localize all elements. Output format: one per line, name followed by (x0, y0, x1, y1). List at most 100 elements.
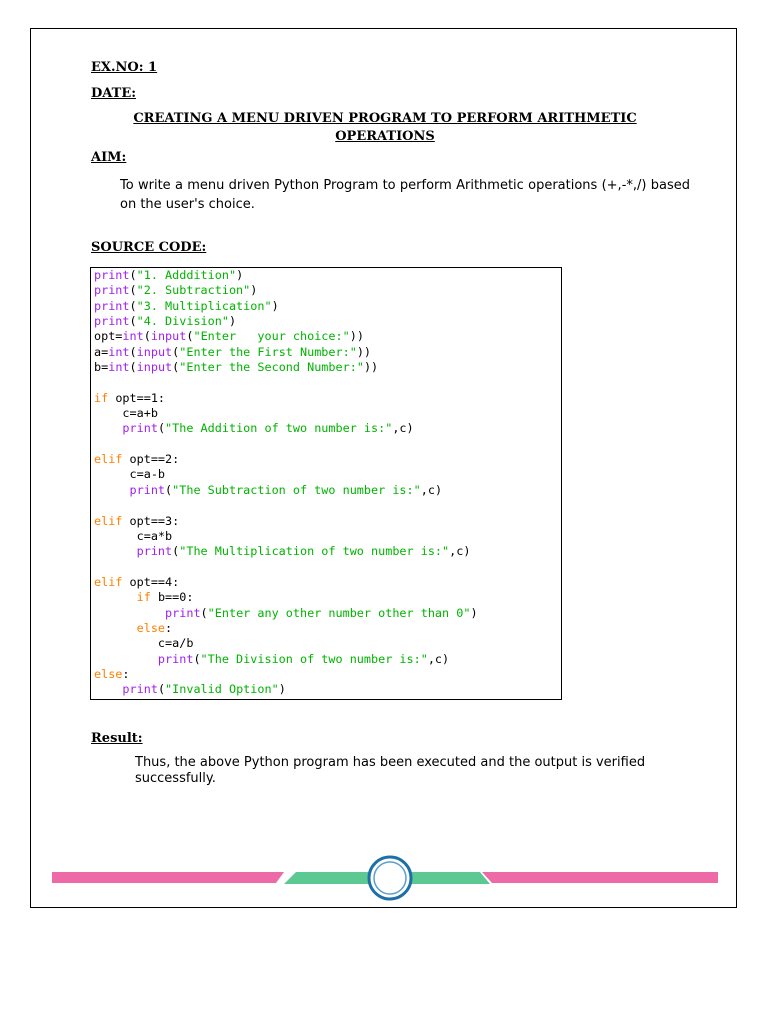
code-token: "3. Multiplication" (136, 298, 272, 313)
code-token: "Enter your choice:" (193, 329, 350, 344)
code-token: "Enter the First Number:" (179, 344, 357, 359)
document-title: CREATING A MENU DRIVEN PROGRAM TO PERFOR… (130, 110, 640, 146)
code-token: "The Subtraction of two number is:" (172, 482, 421, 497)
code-token: print (122, 421, 158, 436)
code-token (94, 652, 158, 666)
code-token: )) (349, 329, 364, 344)
code-token: ,c) (449, 544, 471, 559)
code-line: print("1. Adddition") (94, 268, 478, 283)
code-token: print (94, 314, 130, 329)
code-line: opt=int(input("Enter your choice:")) (94, 329, 478, 344)
code-token: ) (278, 682, 286, 697)
code-token: input (136, 344, 173, 359)
code-line: print("The Subtraction of two number is:… (94, 483, 478, 498)
code-token: ( (129, 314, 137, 329)
code-token: c=a-b (94, 467, 166, 482)
code-line: print("3. Multiplication") (94, 299, 478, 314)
code-token (94, 606, 165, 620)
code-line: print("Invalid Option") (94, 682, 478, 697)
aim-text: To write a menu driven Python Program to… (120, 178, 690, 212)
code-token: else (136, 620, 166, 635)
code-token: ( (129, 360, 137, 375)
code-line: print("The Multiplication of two number … (94, 544, 478, 559)
code-line: else: (94, 667, 478, 682)
code-line: print("The Division of two number is:",c… (94, 652, 478, 667)
code-token: elif (94, 452, 123, 467)
code-token: print (94, 298, 130, 313)
code-token: print (136, 544, 173, 559)
code-token: elif (94, 574, 123, 589)
code-line: if opt==1: (94, 391, 478, 406)
aim-heading: AIM: (91, 150, 127, 165)
code-token: )) (356, 344, 372, 359)
code-token: ) (228, 314, 237, 329)
code-token: "Invalid Option" (165, 682, 279, 697)
code-line (94, 560, 478, 575)
code-token: ( (129, 268, 137, 282)
code-token: opt==1: (108, 390, 166, 405)
code-token: print (94, 268, 130, 282)
code-token (94, 421, 122, 435)
code-token: "Enter any other number other than 0" (207, 605, 471, 620)
code-line: a=int(input("Enter the First Number:")) (94, 345, 478, 360)
code-token: c=a*b (94, 528, 173, 543)
code-token: c=a/b (94, 636, 194, 651)
code-line (94, 437, 478, 452)
footer-circle-inner (373, 861, 407, 895)
code-line: c=a+b (94, 406, 478, 421)
code-line: elif opt==3: (94, 514, 478, 529)
code-token: "1. Adddition" (136, 268, 237, 282)
code-token (94, 544, 137, 558)
code-token: ( (193, 651, 201, 666)
code-token: opt= (94, 329, 123, 344)
code-token (94, 682, 122, 696)
footer-pink-band-left (52, 872, 284, 883)
code-token: else (94, 666, 123, 681)
code-token: ) (250, 283, 258, 298)
code-line: elif opt==2: (94, 452, 478, 467)
code-token: int (108, 360, 130, 375)
code-token: ( (157, 421, 166, 436)
code-token (94, 590, 137, 604)
code-line: b=int(input("Enter the Second Number:")) (94, 360, 478, 375)
code-line: print("4. Division") (94, 314, 478, 329)
code-token: a= (94, 344, 109, 359)
footer-pink-band-right (482, 872, 718, 883)
code-token: input (136, 360, 173, 375)
code-line: if b==0: (94, 590, 478, 605)
code-token: ( (165, 482, 173, 497)
code-token: if (136, 590, 151, 605)
source-code-heading: SOURCE CODE: (91, 240, 207, 255)
code-token: ) (470, 605, 478, 620)
code-token: ( (143, 329, 151, 344)
code-token: ,c) (427, 651, 450, 666)
code-token: print (94, 283, 130, 298)
code-token: b= (94, 360, 109, 375)
code-token: ( (172, 344, 180, 359)
date-label: DATE: (91, 86, 137, 101)
code-line: elif opt==4: (94, 575, 478, 590)
code-token: ,c) (392, 421, 414, 436)
code-line: else: (94, 621, 478, 636)
code-token: ( (129, 344, 137, 359)
code-token: ,c) (420, 482, 443, 497)
code-token (94, 621, 137, 635)
code-token: "The Multiplication of two number is:" (179, 544, 450, 559)
code-token: if (94, 390, 109, 405)
ex-no-label: EX.NO: 1 (91, 60, 158, 75)
title-line-2: OPERATIONS (335, 129, 435, 144)
code-line: print("Enter any other number other than… (94, 606, 478, 621)
code-token: ( (186, 329, 194, 344)
code-token: opt==2: (122, 452, 180, 467)
code-token: ( (200, 605, 208, 620)
code-token: print (122, 682, 158, 697)
code-line: print("The Addition of two number is:",c… (94, 421, 478, 436)
code-token: print (129, 482, 166, 497)
code-token: )) (363, 360, 379, 375)
code-token: opt==3: (122, 513, 180, 528)
code-token (94, 483, 130, 497)
code-token: ) (271, 298, 279, 313)
code-token: elif (94, 513, 123, 528)
code-token: "The Addition of two number is:" (165, 421, 393, 436)
code-token: print (157, 651, 194, 666)
